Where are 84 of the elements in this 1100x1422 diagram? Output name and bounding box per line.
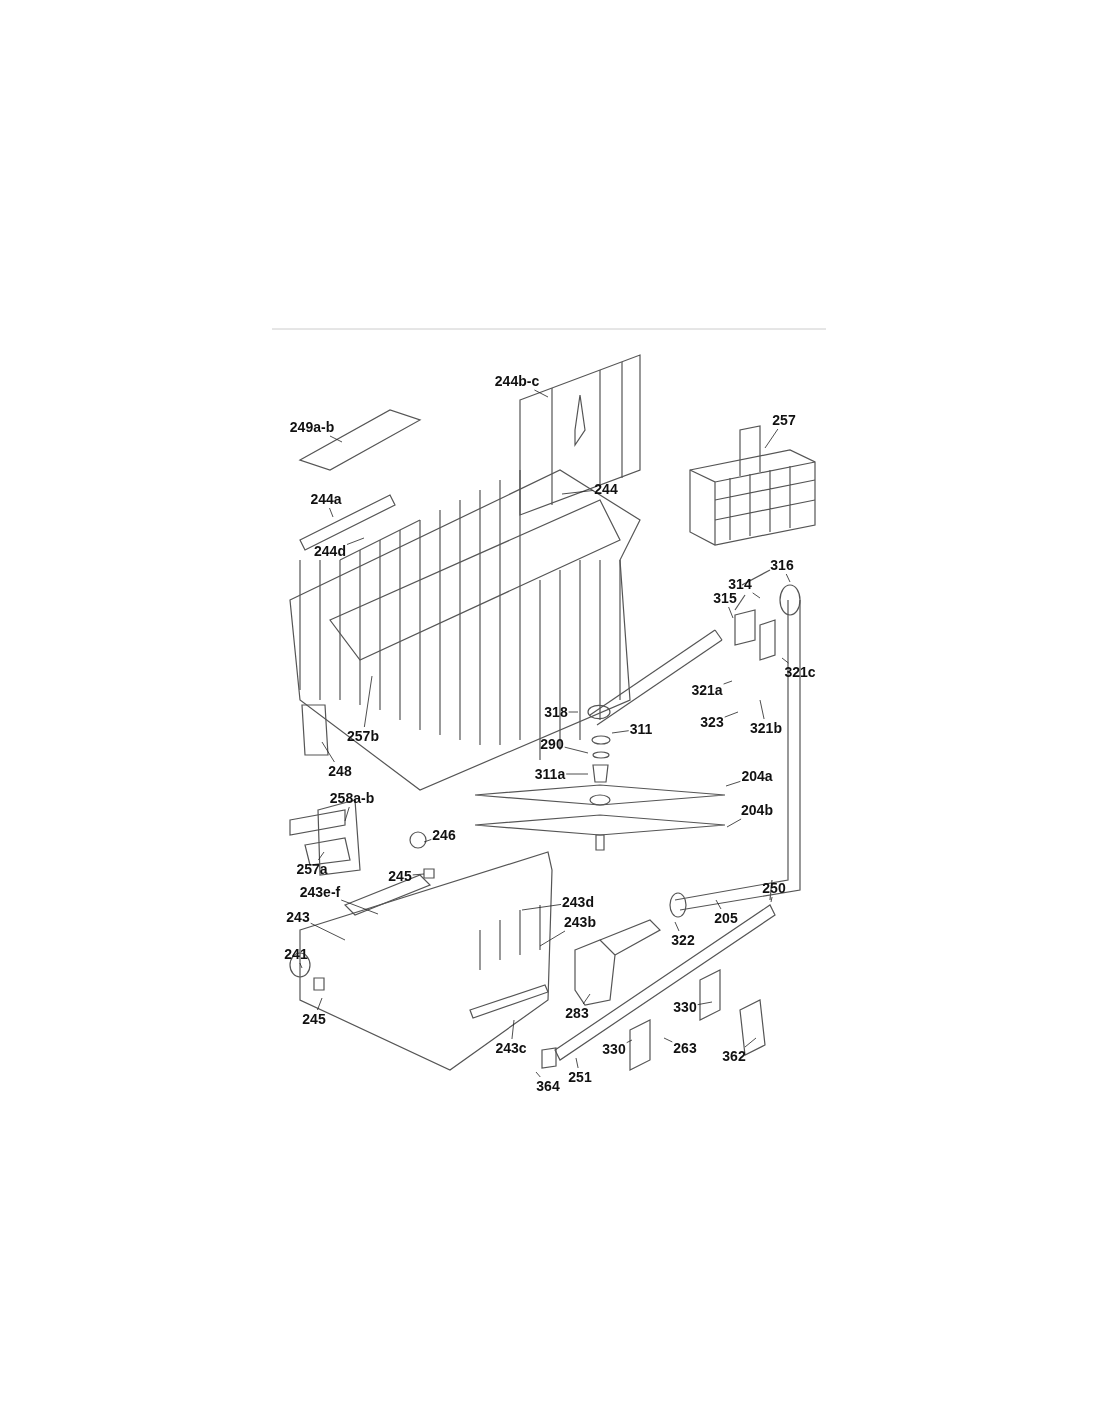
callout-number: 263 [673, 1040, 697, 1056]
leader-line [568, 711, 579, 713]
leader-line [561, 490, 594, 495]
leader-line [781, 657, 789, 664]
leader-line [346, 537, 365, 545]
callout-number: 258a-b [329, 790, 375, 806]
leader-line [363, 675, 373, 728]
leader-line [317, 997, 323, 1011]
leader-line [663, 1037, 673, 1043]
leader-line [723, 680, 733, 685]
callout-number: 204a [741, 768, 773, 784]
leader-line [770, 896, 773, 903]
callout-number: 249a-b [289, 419, 335, 435]
leader-line [565, 773, 589, 775]
leader-line [535, 1071, 541, 1078]
leader-line [752, 592, 761, 599]
leader-line [582, 993, 591, 1005]
callout-number: 243e-f [299, 884, 341, 900]
leader-line [340, 899, 379, 915]
callout-number: 251 [568, 1069, 592, 1085]
leader-line [744, 1037, 757, 1048]
callout-number: 243d [562, 894, 594, 910]
callout-number: 245 [388, 868, 412, 884]
leader-line [697, 1001, 713, 1006]
leader-line [611, 730, 630, 734]
callout-number: 330 [602, 1041, 626, 1057]
callout-number: 205 [714, 910, 738, 926]
callout-number: 250 [762, 880, 786, 896]
leader-line [724, 711, 739, 718]
callout-number: 330 [673, 999, 697, 1015]
leader-line [564, 746, 589, 754]
leader-line [715, 899, 722, 910]
callout-number: 311a [534, 766, 566, 782]
callout-number: 322 [671, 932, 695, 948]
leader-line [785, 573, 791, 583]
leader-line [329, 435, 343, 443]
callout-number: 283 [565, 1005, 589, 1021]
callout-number: 314 [728, 576, 752, 592]
leader-line [310, 922, 346, 941]
callout-number: 244d [314, 543, 346, 559]
leader-line [511, 1019, 515, 1040]
leader-line [534, 389, 549, 398]
leader-line [575, 1057, 579, 1069]
callout-number: 321b [750, 720, 782, 736]
leader-line [521, 904, 562, 911]
leader-line [423, 839, 432, 843]
callout-number: 257b [347, 728, 379, 744]
leader-line [412, 873, 425, 876]
callout-number: 318 [544, 704, 568, 720]
callout-number: 316 [770, 557, 794, 573]
leader-line [728, 606, 734, 619]
callout-number: 315 [713, 590, 737, 606]
callout-number: 311 [629, 721, 653, 737]
callout-number: 248 [328, 763, 352, 779]
callout-number: 323 [700, 714, 724, 730]
leader-line [759, 699, 765, 720]
callout-number: 321c [784, 664, 816, 680]
callout-number: 290 [540, 736, 564, 752]
callout-number: 244b-c [494, 373, 540, 389]
leader-line [344, 806, 350, 822]
callout-number: 244a [310, 491, 342, 507]
leader-line [626, 1039, 633, 1044]
callout-number: 257a [296, 861, 328, 877]
leader-line [726, 818, 742, 828]
leader-line [764, 428, 779, 449]
leader-line [321, 741, 335, 763]
callout-number: 244 [594, 481, 618, 497]
callout-number: 257 [772, 412, 796, 428]
callout-number: 245 [302, 1011, 326, 1027]
callout-number: 241 [284, 946, 308, 962]
callout-number: 246 [432, 827, 456, 843]
leader-line [317, 851, 325, 861]
callout-number: 321a [691, 682, 723, 698]
leader-line [725, 780, 741, 787]
leader-line [539, 930, 566, 947]
callout-number: 364 [536, 1078, 560, 1094]
callout-number: 243 [286, 909, 310, 925]
callout-number: 362 [722, 1048, 746, 1064]
leader-line [329, 507, 334, 518]
leader-line [674, 921, 680, 932]
callout-number: 243c [495, 1040, 527, 1056]
callout-number: 204b [741, 802, 773, 818]
leader-line [299, 962, 303, 969]
callout-number: 243b [564, 914, 596, 930]
